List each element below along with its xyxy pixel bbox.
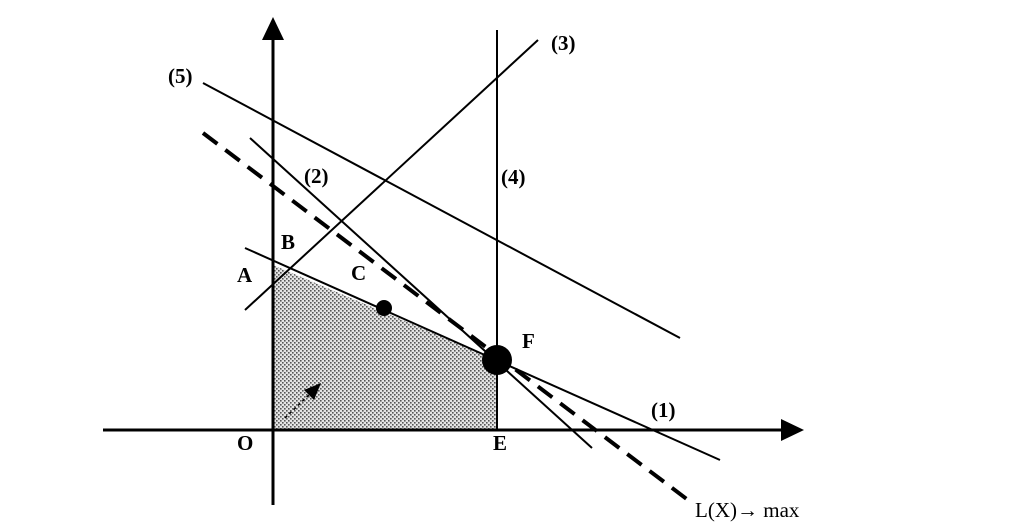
gradient-arrowhead [304,383,321,400]
label-constraint-3: (3) [551,31,576,55]
label-constraint-5: (5) [168,64,193,88]
constraint-line-5 [202,82,681,339]
y-axis-arrowhead [262,17,284,40]
x-axis-arrowhead [781,419,804,441]
label-a: A [237,263,253,287]
feasible-region [273,265,497,430]
label-f: F [522,329,535,353]
point-c-marker [376,300,392,316]
constraint-line-2 [249,137,593,449]
constraint-line-3 [244,39,539,311]
label-e: E [493,431,507,455]
label-b: B [281,230,295,254]
gradient-arrow-shaft [284,391,313,419]
label-constraint-4: (4) [501,165,526,189]
label-objective: L(X)→ max [695,498,800,522]
optimum-point-f-marker [482,345,512,375]
label-constraint-1: (1) [651,398,676,422]
constraint-line-1 [244,247,721,461]
label-o: O [237,431,253,455]
label-c: C [351,261,366,285]
label-constraint-2: (2) [304,164,329,188]
objective-function-line [201,131,690,502]
